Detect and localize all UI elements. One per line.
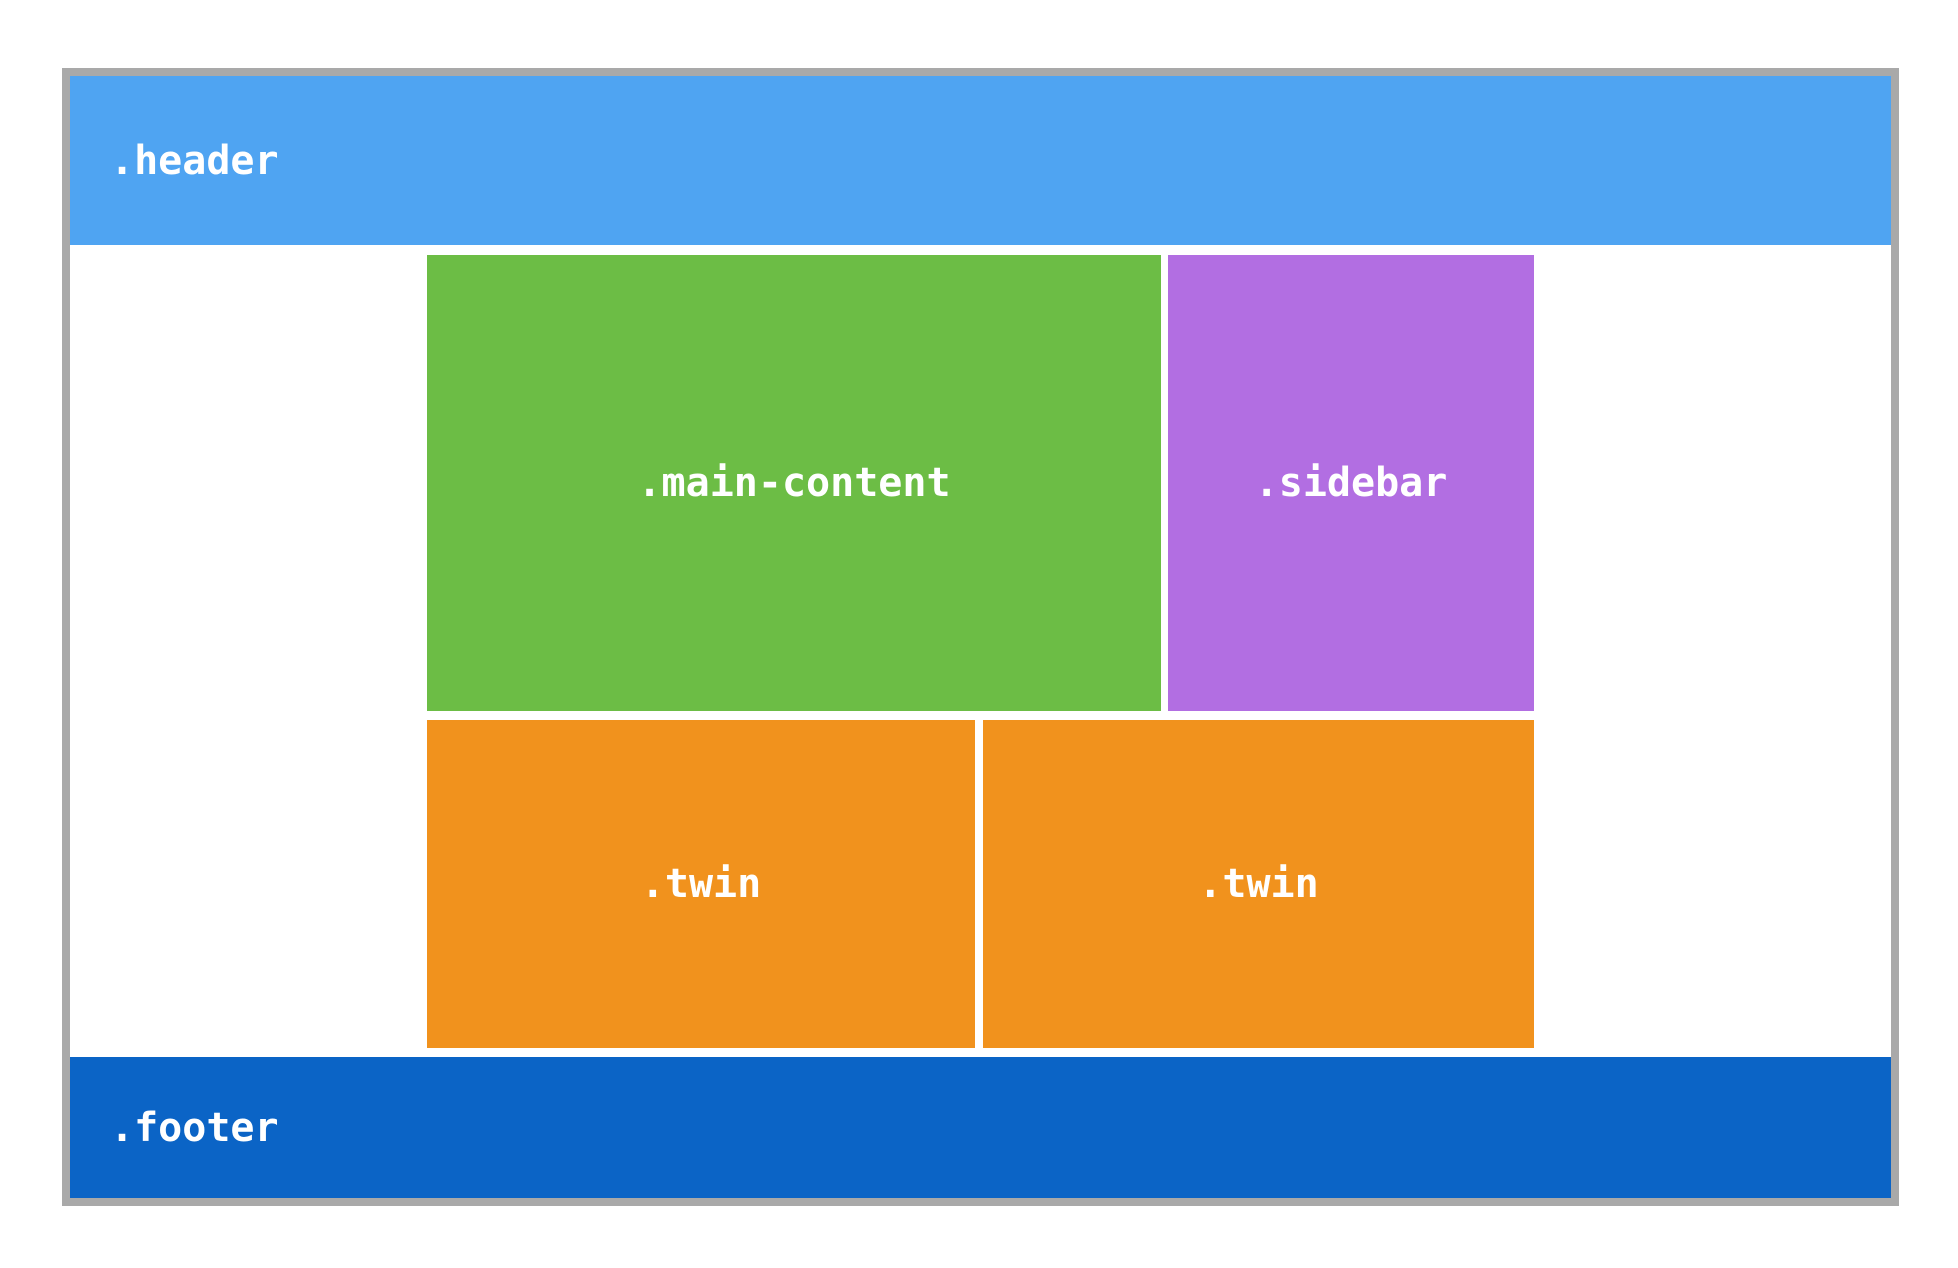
twin-left-label: .twin [640,861,762,907]
sidebar-region: .sidebar [1168,255,1534,711]
content-row-bottom: .twin .twin [427,720,1534,1048]
middle-section: .main-content .sidebar .twin .twin [70,255,1891,1048]
main-content-label: .main-content [637,460,951,506]
sidebar-label: .sidebar [1254,460,1448,506]
twin-region-right: .twin [983,720,1534,1048]
twin-right-label: .twin [1198,861,1319,907]
footer-label: .footer [110,1104,279,1151]
layout-frame: .header .main-content .sidebar .twin .tw… [62,68,1899,1206]
twin-region-left: .twin [427,720,975,1048]
header-label: .header [110,137,279,184]
main-content-region: .main-content [427,255,1161,711]
footer-region: .footer [70,1057,1891,1198]
content-row-top: .main-content .sidebar [427,255,1534,711]
header-region: .header [70,76,1891,245]
content-column: .main-content .sidebar .twin .twin [427,255,1534,1048]
